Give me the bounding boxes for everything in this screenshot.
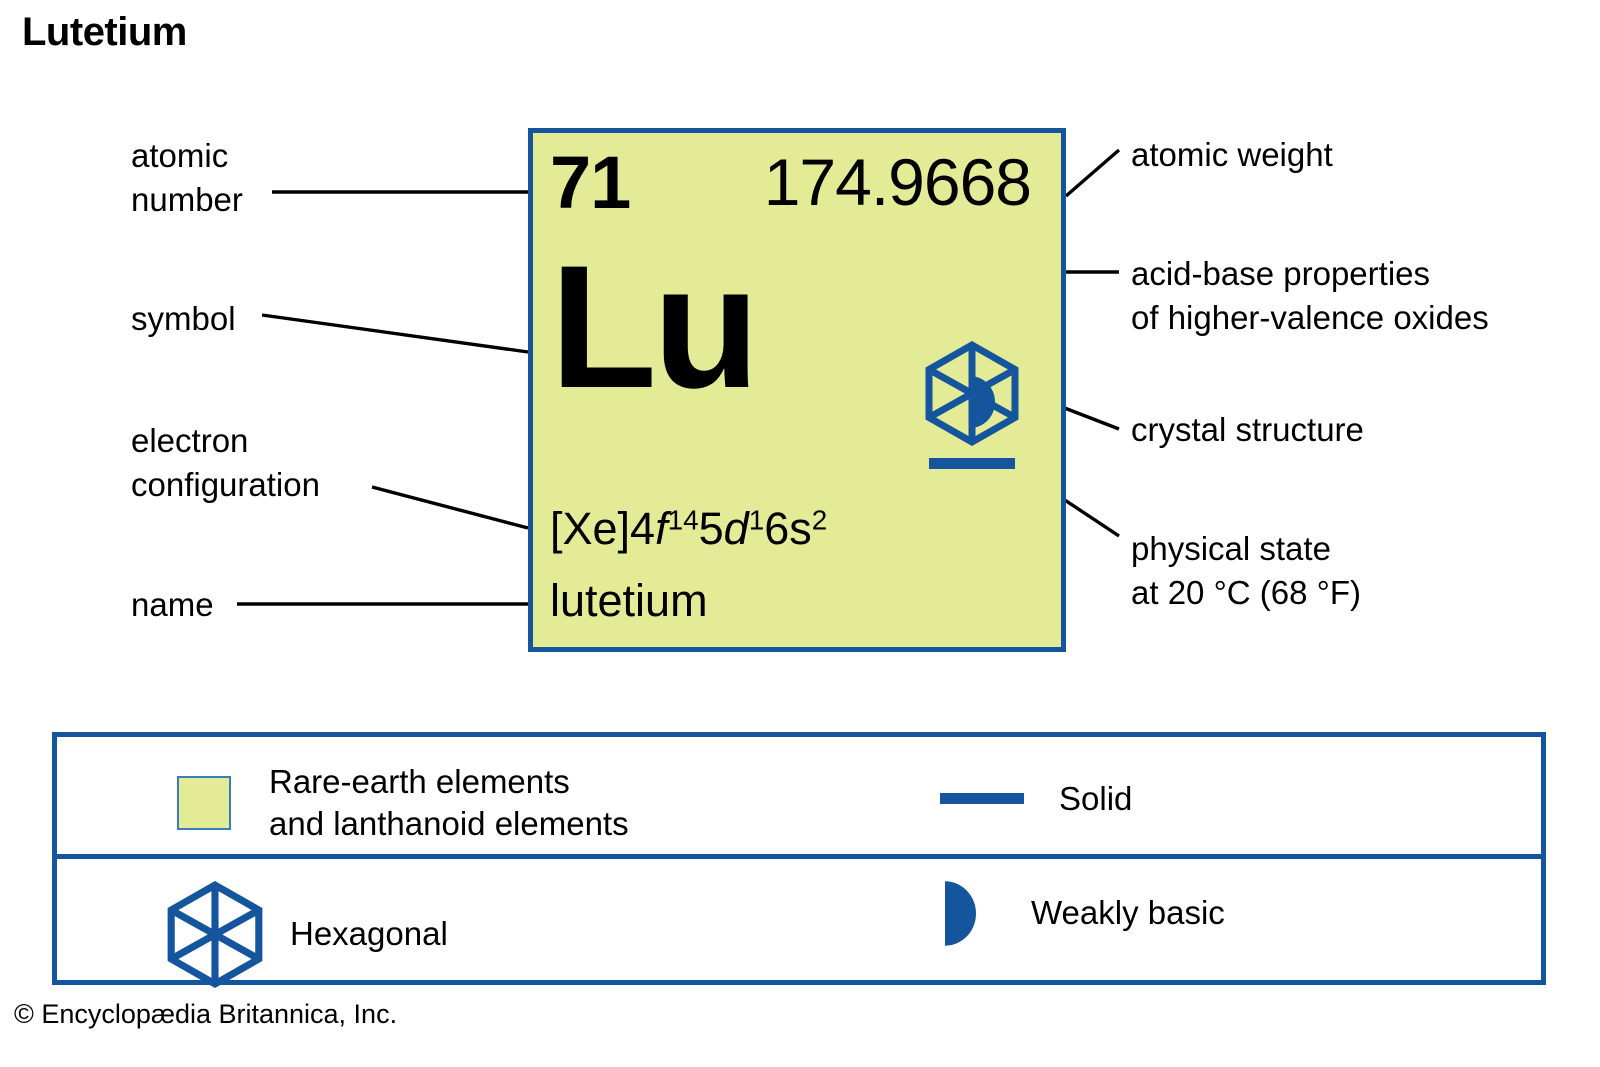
electron-config-term-3-orbital: s: [789, 503, 812, 554]
callout-symbol-line-1: symbol: [131, 300, 236, 337]
half-circle-filled-icon: [945, 880, 976, 946]
legend-item-rare-earth: Rare-earth elements and lanthanoid eleme…: [177, 761, 629, 845]
legend-item-weakly-basic: Weakly basic: [945, 880, 1225, 946]
electron-config-term-1-n: 4: [630, 503, 656, 554]
legend-row-bottom: Hexagonal Weakly basic: [57, 859, 1541, 988]
leader-symbol: [261, 313, 529, 354]
legend-item-solid: Solid: [940, 778, 1132, 820]
legend-item-rare-earth-line-1: Rare-earth elements: [269, 763, 570, 800]
legend-item-hexagonal-line-1: Hexagonal: [290, 915, 448, 953]
legend-item-weakly-basic-line-1: Weakly basic: [1031, 894, 1225, 932]
electron-config-term-2-n: 5: [698, 503, 724, 554]
callout-crystal-structure: crystal structure: [1131, 408, 1364, 452]
callout-symbol: symbol: [131, 297, 236, 341]
callout-atomic-number: atomic number: [131, 134, 243, 222]
legend-row-top: Rare-earth elements and lanthanoid eleme…: [57, 737, 1541, 859]
callout-electron-configuration-line-2: configuration: [131, 465, 320, 503]
callout-acid-base-line-1: acid-base properties: [1131, 255, 1430, 292]
electron-config-term-2-orbital: d: [723, 503, 749, 554]
solid-bar-icon: [940, 793, 1024, 805]
callout-atomic-number-line-2: number: [131, 180, 243, 218]
leader-atomic-weight: [1064, 148, 1121, 198]
callout-electron-configuration: electron configuration: [131, 419, 320, 507]
legend: Rare-earth elements and lanthanoid eleme…: [52, 732, 1546, 988]
atomic-weight: 174.9668: [763, 145, 1032, 219]
callout-physical-state-line-2: at 20 °C (68 °F): [1131, 573, 1361, 611]
hexagon-icon: [167, 880, 263, 988]
element-cell: 71 174.9668 Lu [Xe]4f145d16s2 lutetium: [528, 128, 1066, 652]
element-symbol: Lu: [550, 230, 760, 425]
callout-atomic-weight-line-1: atomic weight: [1131, 136, 1333, 173]
callout-acid-base-line-2: of higher-valence oxides: [1131, 298, 1489, 336]
electron-config-term-2-electrons: 1: [748, 504, 765, 536]
electron-configuration: [Xe]4f145d16s2: [550, 506, 827, 551]
legend-item-weakly-basic-label: Weakly basic: [1031, 892, 1225, 934]
color-swatch-icon: [177, 775, 231, 830]
callout-name: name: [131, 583, 214, 627]
callout-electron-configuration-line-1: electron: [131, 422, 249, 459]
electron-config-core: [Xe]: [550, 503, 631, 554]
callout-atomic-weight: atomic weight: [1131, 133, 1333, 177]
legend-item-hexagonal: Hexagonal: [167, 880, 448, 988]
legend-item-rare-earth-label: Rare-earth elements and lanthanoid eleme…: [269, 761, 629, 845]
callout-physical-state-line-1: physical state: [1131, 530, 1331, 567]
legend-item-solid-label: Solid: [1059, 778, 1132, 820]
electron-config-term-1-electrons: 14: [667, 504, 699, 536]
copyright-credit: © Encyclopædia Britannica, Inc.: [14, 999, 398, 1029]
electron-config-term-3-electrons: 2: [811, 504, 828, 536]
callout-crystal-structure-line-1: crystal structure: [1131, 411, 1364, 448]
element-name: lutetium: [550, 575, 708, 626]
legend-item-rare-earth-line-2: and lanthanoid elements: [269, 804, 629, 842]
electron-config-term-1-orbital: f: [655, 503, 668, 554]
page-title: Lutetium: [22, 10, 187, 54]
legend-item-hexagonal-label: Hexagonal: [290, 913, 448, 955]
leader-electron-configuration: [371, 485, 529, 530]
legend-item-solid-line-1: Solid: [1059, 780, 1133, 817]
callout-atomic-number-line-1: atomic: [131, 137, 229, 174]
hexagon-icon: [925, 341, 1019, 446]
atomic-number: 71: [550, 141, 631, 224]
electron-config-term-3-n: 6: [764, 503, 790, 554]
solid-bar-icon: [929, 458, 1015, 469]
callout-name-line-1: name: [131, 586, 214, 623]
callout-acid-base: acid-base properties of higher-valence o…: [1131, 252, 1489, 340]
callout-physical-state: physical state at 20 °C (68 °F): [1131, 527, 1361, 615]
